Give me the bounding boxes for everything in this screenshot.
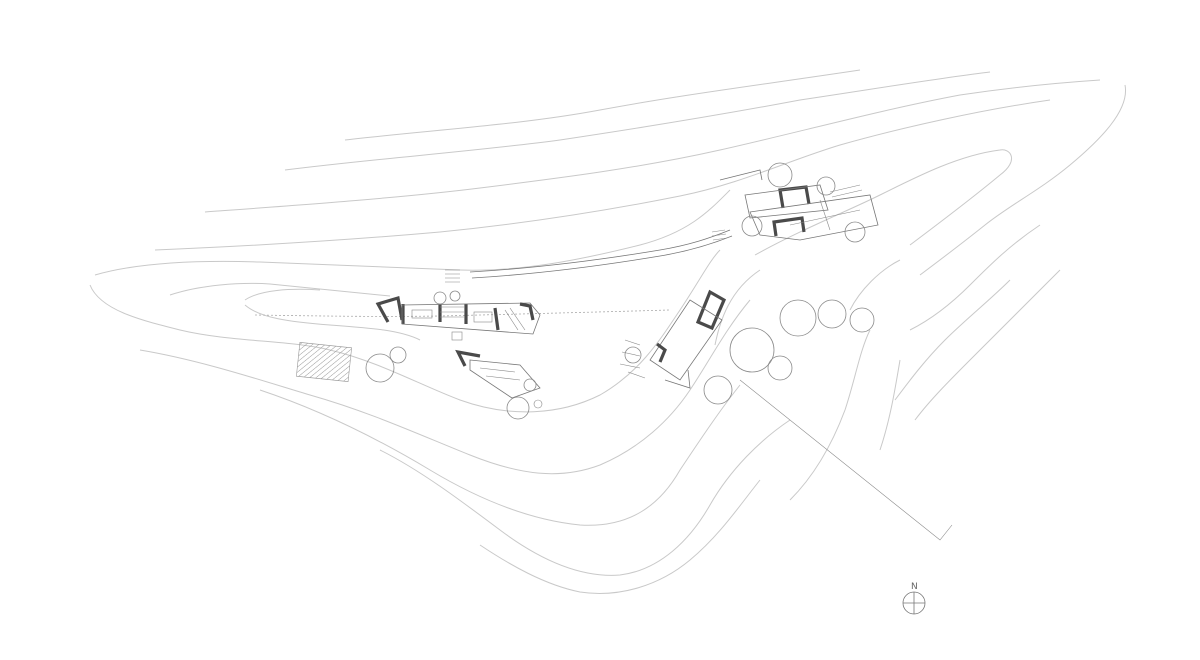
hatched-garden xyxy=(296,342,352,382)
contour-line xyxy=(169,282,391,297)
contour-line xyxy=(714,269,761,346)
tree xyxy=(849,307,875,333)
east-building-cluster xyxy=(711,169,879,241)
building-outline xyxy=(469,359,541,399)
contour-line xyxy=(789,329,871,501)
tree xyxy=(449,290,461,302)
furniture xyxy=(473,311,493,323)
tree xyxy=(506,396,530,420)
building-wall xyxy=(656,342,667,363)
tree xyxy=(816,176,836,196)
contour-line xyxy=(879,359,901,451)
contour-line xyxy=(204,79,1101,213)
building-wall xyxy=(493,302,535,331)
trees xyxy=(365,162,875,420)
stair xyxy=(451,331,463,341)
building-outline xyxy=(649,299,723,381)
building-outline xyxy=(749,194,879,241)
tree xyxy=(844,221,866,243)
tree xyxy=(703,375,733,405)
building-outline xyxy=(719,169,763,181)
contour-line xyxy=(284,71,991,171)
north-arrow: N xyxy=(902,582,926,615)
west-building-cluster xyxy=(296,269,543,409)
path-stub xyxy=(829,184,861,193)
furniture xyxy=(411,309,433,319)
tree xyxy=(365,353,395,383)
contour-line xyxy=(914,269,1061,421)
contour-line xyxy=(909,224,1041,331)
contour-line xyxy=(154,99,1051,251)
tree xyxy=(389,346,407,364)
contour-line xyxy=(479,479,761,594)
contour-line xyxy=(244,304,421,341)
building-wall xyxy=(375,295,404,323)
tree xyxy=(741,215,763,237)
contour-line xyxy=(849,259,901,311)
contour-lines xyxy=(89,69,1127,594)
tree xyxy=(779,299,817,337)
steps xyxy=(711,229,728,241)
contour-line xyxy=(894,279,1011,401)
building-wall xyxy=(772,216,806,237)
tree xyxy=(817,299,847,329)
tree xyxy=(433,291,447,305)
contour-line xyxy=(259,384,741,526)
tree xyxy=(729,327,775,373)
round-feature xyxy=(533,399,543,409)
contour-line xyxy=(754,149,1012,256)
building-detail xyxy=(479,367,521,381)
tree xyxy=(624,346,642,364)
contour-line xyxy=(379,419,791,576)
access-road xyxy=(469,229,731,273)
tree xyxy=(767,162,793,188)
access-path xyxy=(254,309,671,317)
building-outline xyxy=(664,369,691,389)
access-road xyxy=(471,235,733,279)
contour-line xyxy=(94,189,731,276)
building-detail xyxy=(789,199,861,231)
contour-line xyxy=(919,84,1127,276)
tree xyxy=(767,355,793,381)
building-outline xyxy=(744,184,829,219)
building-detail xyxy=(619,339,646,379)
tree xyxy=(523,378,537,392)
north-label: N xyxy=(911,582,918,592)
middle-building xyxy=(619,289,727,389)
contour-line xyxy=(244,288,321,301)
steps xyxy=(445,269,460,283)
building-wall xyxy=(695,289,727,331)
contour-line xyxy=(139,299,751,475)
path-stub xyxy=(831,189,863,198)
building-wall xyxy=(455,349,481,367)
floor-pattern xyxy=(440,306,526,331)
contour-line xyxy=(89,249,721,413)
building-outline xyxy=(401,302,541,335)
diagonal-path xyxy=(739,379,953,541)
contour-line xyxy=(344,69,861,141)
